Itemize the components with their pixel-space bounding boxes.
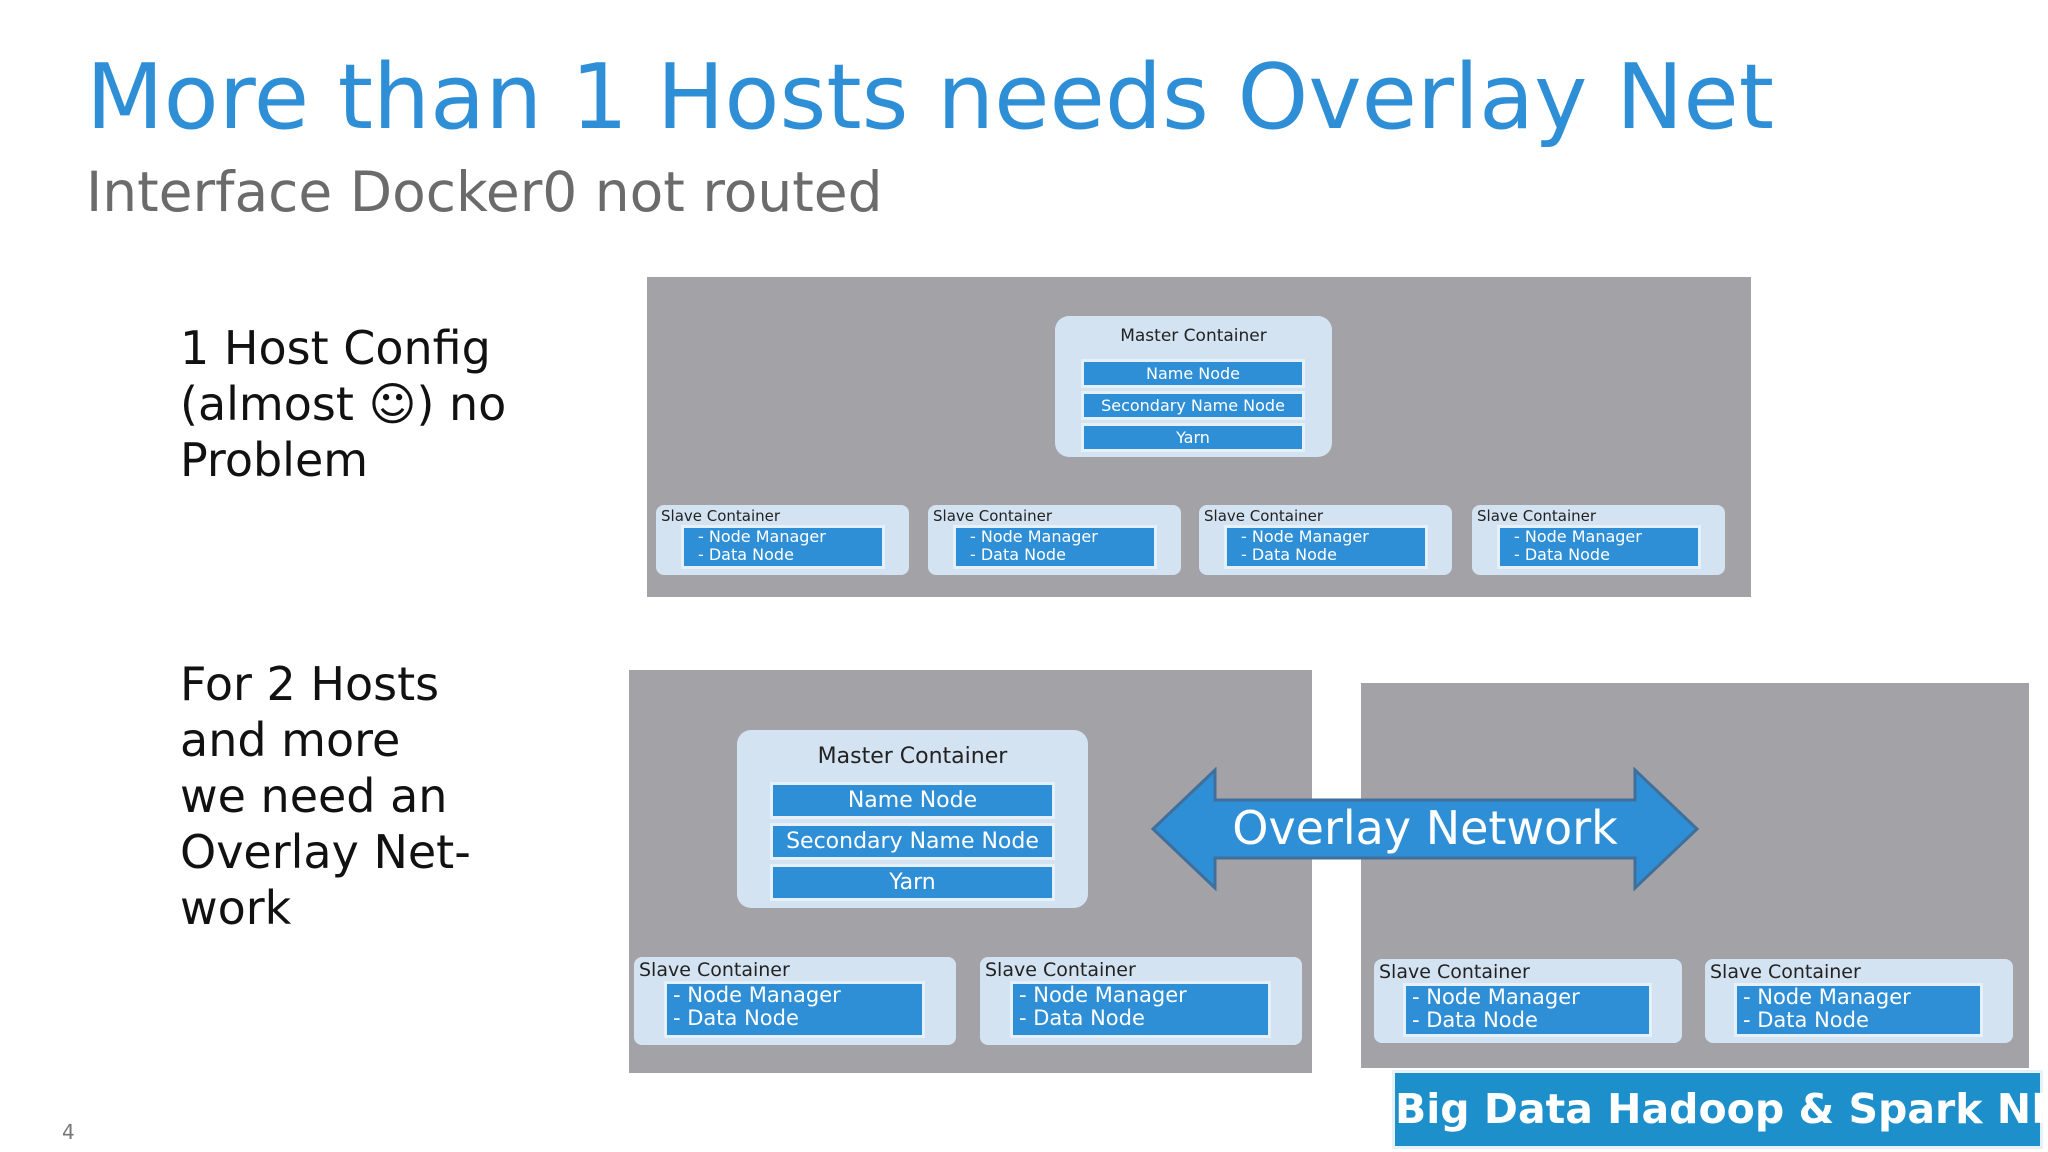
slave-container: Slave Container - Node Manager - Data No… — [928, 505, 1181, 575]
master-container-title: Master Container — [1120, 326, 1267, 346]
slave-node-box: - Node Manager - Data Node — [1224, 525, 1428, 569]
slave-node-box: - Node Manager - Data Node — [953, 525, 1157, 569]
text-line: Problem — [180, 433, 369, 487]
master-container: Master Container Name Node Secondary Nam… — [737, 730, 1088, 908]
brand-logo: Big Data Hadoop & Spark NRW — [1392, 1070, 2048, 1149]
overlay-network-arrow: Overlay Network — [1150, 767, 1700, 892]
slave-node-box: - Node Manager - Data Node — [664, 981, 925, 1038]
slave-node-box: - Node Manager - Data Node — [1010, 981, 1271, 1038]
node-manager-label: - Node Manager — [1019, 983, 1187, 1007]
two-hosts-text: For 2 Hosts and more we need an Overlay … — [180, 656, 471, 936]
data-node-label: - Data Node — [1412, 1008, 1538, 1032]
slave-container-title: Slave Container — [933, 507, 1053, 525]
node-manager-label: - Node Manager — [673, 983, 841, 1007]
overlay-network-label: Overlay Network — [1232, 801, 1618, 855]
slave-container-title: Slave Container — [1379, 961, 1530, 983]
yarn-bar: Yarn — [770, 864, 1055, 901]
data-node-label: - Data Node — [1514, 545, 1610, 564]
text-line: (almost ☺) no — [180, 377, 507, 431]
data-node-label: - Data Node — [970, 545, 1066, 564]
node-manager-label: - Node Manager — [1514, 527, 1642, 546]
slave-node-box: - Node Manager - Data Node — [1734, 983, 1983, 1037]
data-node-label: - Data Node — [673, 1006, 799, 1030]
data-node-label: - Data Node — [1241, 545, 1337, 564]
slave-container: Slave Container - Node Manager - Data No… — [1472, 505, 1725, 575]
node-manager-label: - Node Manager — [1241, 527, 1369, 546]
name-node-bar: Name Node — [770, 782, 1055, 819]
slave-container-title: Slave Container — [985, 959, 1136, 981]
text-line: we need an — [180, 769, 448, 823]
node-manager-label: - Node Manager — [698, 527, 826, 546]
text-line: and more — [180, 713, 401, 767]
secondary-name-node-bar: Secondary Name Node — [1081, 391, 1305, 420]
node-manager-label: - Node Manager — [1743, 985, 1911, 1009]
one-host-diagram: Master Container Name Node Secondary Nam… — [647, 277, 1751, 597]
data-node-label: - Data Node — [1019, 1006, 1145, 1030]
name-node-bar: Name Node — [1081, 359, 1305, 388]
master-container-title: Master Container — [817, 744, 1008, 769]
slave-container: Slave Container - Node Manager - Data No… — [980, 957, 1302, 1045]
slave-container-title: Slave Container — [661, 507, 781, 525]
text-line: Overlay Net- — [180, 825, 471, 879]
yarn-bar: Yarn — [1081, 423, 1305, 452]
secondary-name-node-bar: Secondary Name Node — [770, 823, 1055, 860]
slave-container: Slave Container - Node Manager - Data No… — [1374, 959, 1682, 1043]
data-node-label: - Data Node — [698, 545, 794, 564]
text-line: 1 Host Config — [180, 321, 491, 375]
slave-container: Slave Container - Node Manager - Data No… — [1199, 505, 1452, 575]
slave-container-title: Slave Container — [1204, 507, 1324, 525]
slave-container: Slave Container - Node Manager - Data No… — [656, 505, 909, 575]
slave-container-title: Slave Container — [639, 959, 790, 981]
slide-subtitle: Interface Docker0 not routed — [86, 160, 883, 224]
text-line: For 2 Hosts — [180, 657, 440, 711]
data-node-label: - Data Node — [1743, 1008, 1869, 1032]
slave-node-box: - Node Manager - Data Node — [1497, 525, 1701, 569]
slave-container-title: Slave Container — [1710, 961, 1861, 983]
host-b-panel: Slave Container - Node Manager - Data No… — [1361, 683, 2029, 1068]
text-line: work — [180, 881, 292, 935]
master-container: Master Container Name Node Secondary Nam… — [1055, 316, 1332, 457]
node-manager-label: - Node Manager — [1412, 985, 1580, 1009]
slave-container: Slave Container - Node Manager - Data No… — [634, 957, 956, 1045]
one-host-text: 1 Host Config (almost ☺) no Problem — [180, 320, 506, 488]
slide-title: More than 1 Hosts needs Overlay Net — [86, 45, 1775, 150]
slave-container: Slave Container - Node Manager - Data No… — [1705, 959, 2013, 1043]
page-number: 4 — [62, 1120, 75, 1144]
slave-node-box: - Node Manager - Data Node — [681, 525, 885, 569]
slave-container-title: Slave Container — [1477, 507, 1597, 525]
node-manager-label: - Node Manager — [970, 527, 1098, 546]
slave-node-box: - Node Manager - Data Node — [1403, 983, 1652, 1037]
